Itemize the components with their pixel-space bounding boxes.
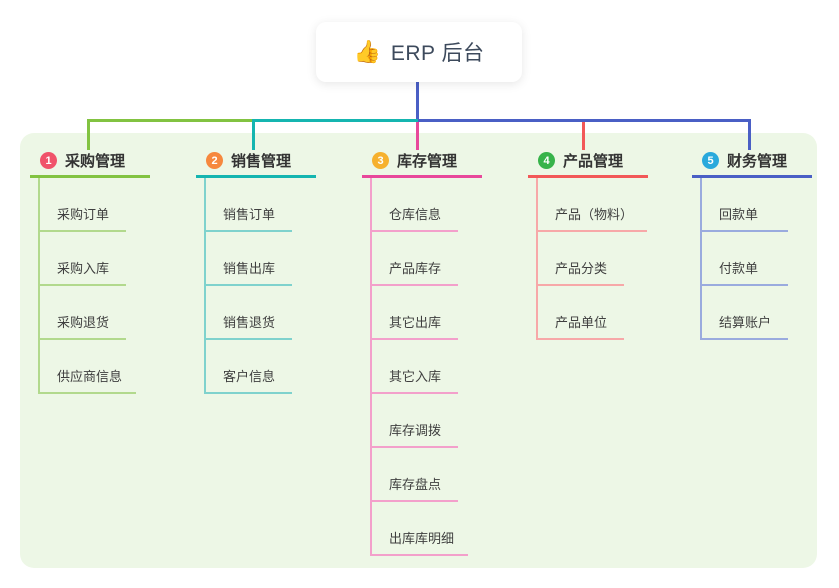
branch-finance: 5 财务管理 回款单 付款单 结算账户 xyxy=(692,146,822,340)
thumbs-up-icon: 👍 xyxy=(353,39,381,64)
connector-drop-product xyxy=(582,122,585,150)
mindmap-node-item[interactable]: 销售订单 xyxy=(206,178,292,232)
mindmap-node-item[interactable]: 产品单位 xyxy=(538,286,624,340)
branch-items-inventory: 仓库信息 产品库存 其它出库 其它入库 库存调拨 库存盘点 出库库明细 xyxy=(370,178,492,556)
branch-header-product[interactable]: 4 产品管理 xyxy=(528,146,648,178)
branch-number-badge: 5 xyxy=(702,152,719,169)
connector-bus-sales xyxy=(253,119,418,122)
branch-items-sales: 销售订单 销售出库 销售退货 客户信息 xyxy=(204,178,326,394)
branch-label: 库存管理 xyxy=(397,153,458,170)
mindmap-node-item[interactable]: 产品库存 xyxy=(372,232,458,286)
mindmap-node-item[interactable]: 销售退货 xyxy=(206,286,292,340)
branch-items-finance: 回款单 付款单 结算账户 xyxy=(700,178,822,340)
mindmap-node-item[interactable]: 产品（物料） xyxy=(538,178,648,232)
connector-drop-finance xyxy=(748,119,751,150)
mindmap-node-item[interactable]: 采购订单 xyxy=(40,178,126,232)
mindmap-node-item[interactable]: 采购退货 xyxy=(40,286,126,340)
root-node[interactable]: 👍 ERP 后台 xyxy=(316,22,522,82)
mindmap-node-item[interactable]: 仓库信息 xyxy=(372,178,458,232)
mindmap-node-item[interactable]: 库存盘点 xyxy=(372,448,458,502)
branch-header-finance[interactable]: 5 财务管理 xyxy=(692,146,812,178)
mindmap-node-item[interactable]: 客户信息 xyxy=(206,340,292,394)
connector-bus-purchase xyxy=(87,119,253,122)
mindmap-node-item[interactable]: 采购入库 xyxy=(40,232,126,286)
mindmap-node-item[interactable]: 供应商信息 xyxy=(40,340,137,394)
branch-label: 产品管理 xyxy=(563,153,624,170)
branch-number-badge: 2 xyxy=(206,152,223,169)
mindmap-node-item[interactable]: 销售出库 xyxy=(206,232,292,286)
connector-drop-sales xyxy=(252,119,255,150)
mindmap-node-item[interactable]: 其它出库 xyxy=(372,286,458,340)
branch-purchase: 1 采购管理 采购订单 采购入库 采购退货 供应商信息 xyxy=(30,146,160,394)
mindmap-node-item[interactable]: 回款单 xyxy=(702,178,788,232)
connector-root-stem xyxy=(416,82,419,120)
background-panel xyxy=(20,133,817,568)
branch-items-purchase: 采购订单 采购入库 采购退货 供应商信息 xyxy=(38,178,160,394)
mindmap-node-item[interactable]: 结算账户 xyxy=(702,286,788,340)
branch-product: 4 产品管理 产品（物料） 产品分类 产品单位 xyxy=(528,146,658,340)
branch-header-inventory[interactable]: 3 库存管理 xyxy=(362,146,482,178)
root-node-label: ERP 后台 xyxy=(390,42,485,65)
branch-number-badge: 1 xyxy=(40,152,57,169)
mindmap-node-item[interactable]: 其它入库 xyxy=(372,340,458,394)
connector-drop-purchase xyxy=(87,119,90,150)
branch-inventory: 3 库存管理 仓库信息 产品库存 其它出库 其它入库 库存调拨 库存盘点 出库库… xyxy=(362,146,492,556)
mindmap-node-item[interactable]: 产品分类 xyxy=(538,232,624,286)
branch-header-purchase[interactable]: 1 采购管理 xyxy=(30,146,150,178)
connector-bus-right xyxy=(418,119,751,122)
mindmap-node-item[interactable]: 付款单 xyxy=(702,232,788,286)
branch-label: 财务管理 xyxy=(727,153,788,170)
branch-label: 销售管理 xyxy=(231,153,292,170)
branch-items-product: 产品（物料） 产品分类 产品单位 xyxy=(536,178,658,340)
mindmap-node-item[interactable]: 出库库明细 xyxy=(372,502,469,556)
mindmap-node-item[interactable]: 库存调拨 xyxy=(372,394,458,448)
branch-header-sales[interactable]: 2 销售管理 xyxy=(196,146,316,178)
branch-sales: 2 销售管理 销售订单 销售出库 销售退货 客户信息 xyxy=(196,146,326,394)
branch-label: 采购管理 xyxy=(65,153,126,170)
branch-number-badge: 4 xyxy=(538,152,555,169)
connector-drop-inventory xyxy=(416,122,419,150)
branch-number-badge: 3 xyxy=(372,152,389,169)
